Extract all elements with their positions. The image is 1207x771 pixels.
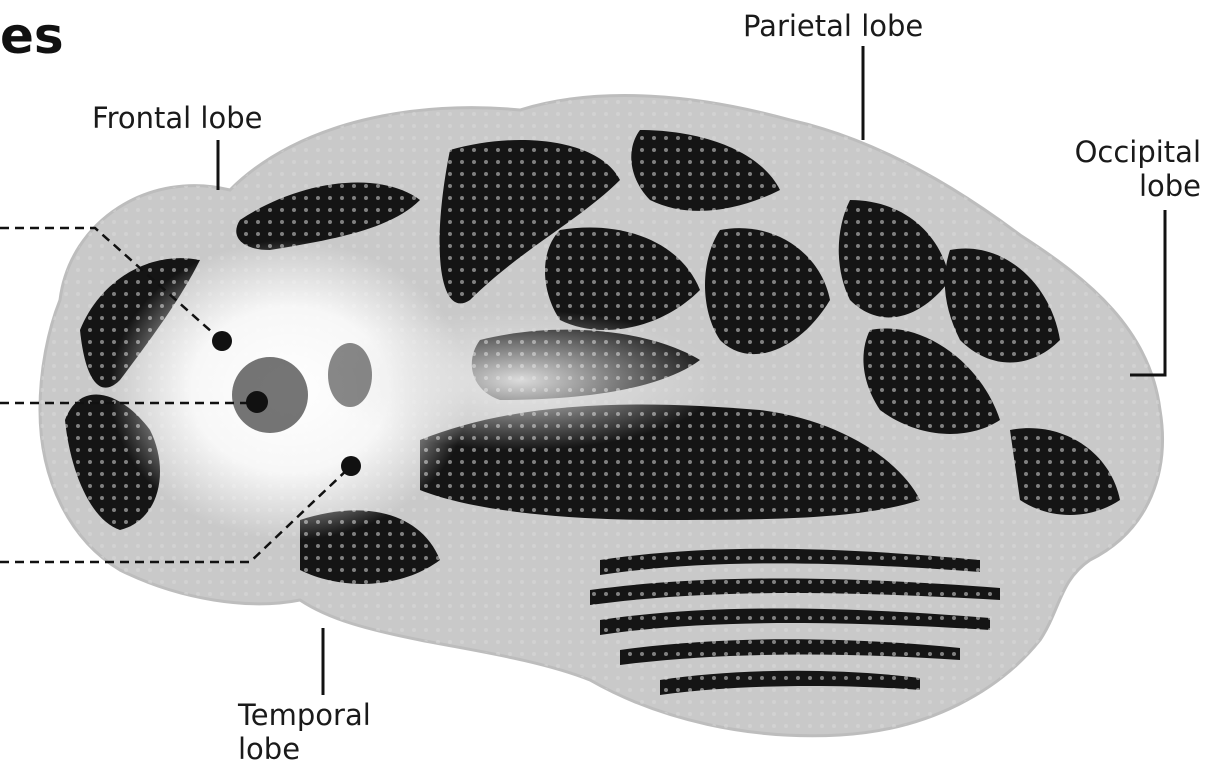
temporal-label-line1: Temporal: [238, 698, 371, 732]
frontal-lobe-label: Frontal lobe: [92, 101, 262, 135]
central-area-dot: [246, 391, 268, 413]
parietal-lobe-label: Parietal lobe: [743, 9, 923, 43]
occipital-lobe-label: Occipital lobe: [1075, 135, 1201, 203]
occipital-label-line1: Occipital: [1075, 135, 1201, 169]
temporal-lobe-label: Temporal lobe: [238, 698, 371, 766]
temporal-label-line2: lobe: [238, 732, 371, 766]
occipital-label-line2: lobe: [1075, 169, 1201, 203]
temporal-highlight: [320, 310, 720, 450]
temporal-area-dot: [341, 456, 361, 476]
frontal-area-dot: [212, 331, 232, 351]
